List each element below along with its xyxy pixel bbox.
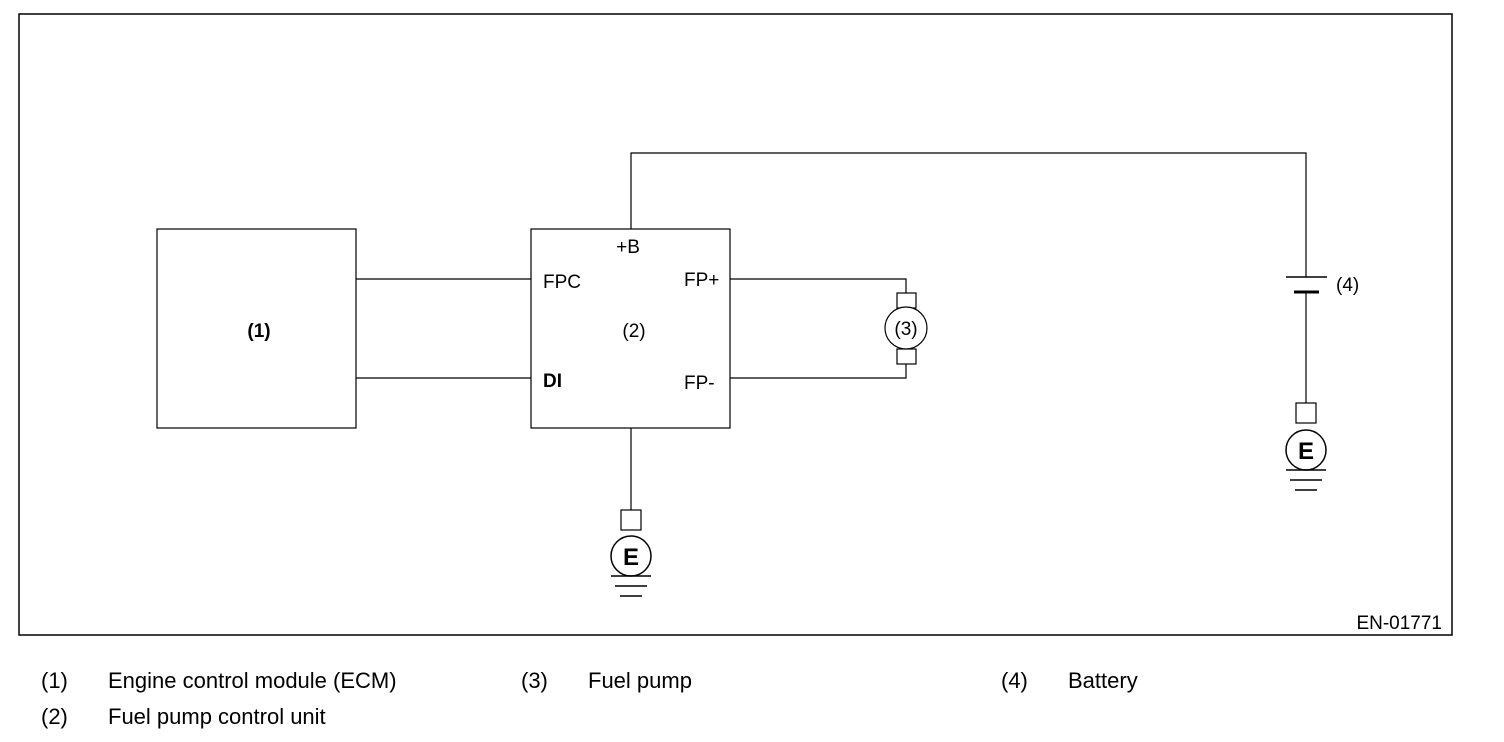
legend-text: Fuel pump (588, 668, 692, 693)
legend-number: (4) (1001, 668, 1028, 693)
diagram-frame (18, 13, 1453, 636)
wire-plus-b (630, 152, 1307, 277)
ground-e-battery: E (1298, 438, 1314, 465)
fuel-pump-label: (3) (894, 319, 917, 340)
pin-fpc: FPC (543, 272, 581, 293)
wire-fp-plus (730, 278, 907, 293)
pin-fp-plus: FP+ (684, 270, 719, 291)
ground-symbol-battery (1285, 402, 1327, 491)
pin-fp-minus: FP- (684, 373, 715, 394)
figure-code: EN-01771 (1356, 613, 1442, 634)
ecm-block (156, 228, 357, 429)
legend-text: Engine control module (ECM) (108, 668, 397, 693)
fuel-pump-motor-symbol (884, 292, 928, 365)
wiring-diagram: (1) (2) +B FPC DI FP+ FP- (3) (4) E (18, 13, 1453, 636)
battery-label: (4) (1336, 275, 1359, 296)
legend-number: (1) (41, 668, 68, 693)
legend-number: (2) (41, 704, 68, 729)
ecm-label: (1) (247, 321, 270, 342)
legend-number: (3) (521, 668, 548, 693)
pin-di: DI (543, 371, 562, 392)
wire-fp-minus (730, 364, 907, 379)
ground-e-control-unit: E (623, 544, 639, 571)
pin-plus-b: +B (616, 237, 640, 258)
pump-control-unit-label: (2) (622, 321, 645, 342)
ground-symbol-control-unit (610, 509, 652, 597)
battery-symbol (1286, 276, 1327, 294)
legend-text: Battery (1068, 668, 1138, 693)
legend-text: Fuel pump control unit (108, 704, 326, 729)
